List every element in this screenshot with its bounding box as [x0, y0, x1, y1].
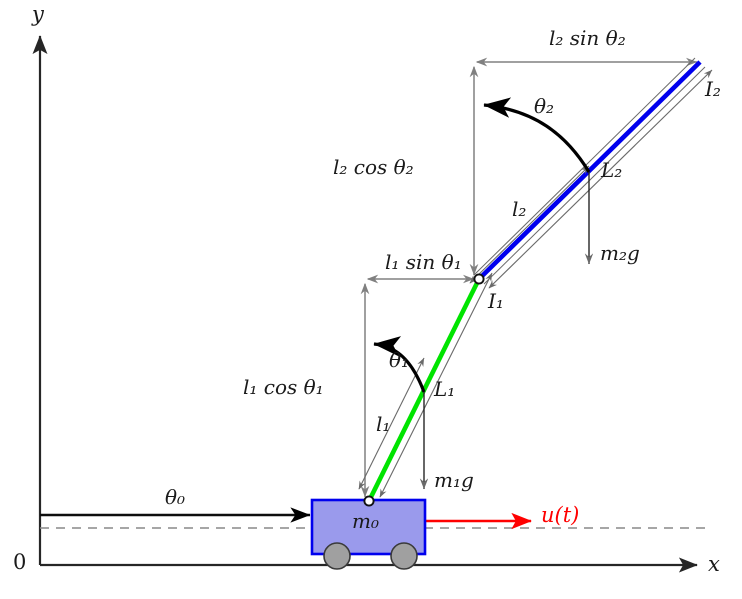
rod2-rail-lower	[483, 66, 706, 285]
mid-joint	[473, 273, 485, 285]
label-l1-sin-theta1-text: l₁ sin θ₁	[385, 250, 462, 274]
axis-label-origin: 0	[13, 550, 27, 574]
label-m0-cart-mass: m₀	[352, 509, 379, 533]
label-l1-sin-theta1: l₁ sin θ₁	[385, 252, 462, 272]
label-l2: l₂	[512, 197, 527, 221]
arrow-I1-inertia	[379, 272, 493, 498]
label-l1-cos-theta1-text: l₁ cos θ₁	[243, 375, 324, 399]
label-l2-sin-theta2: l₂ sin θ₂	[549, 28, 626, 48]
measure-l2	[469, 165, 590, 284]
angle-arc-theta2	[483, 97, 591, 173]
label-m2g-weight: m₂g	[600, 241, 640, 265]
label-l1-cos-theta1: l₁ cos θ₁	[243, 377, 324, 397]
cart-wheel-right	[390, 542, 418, 570]
label-l2-sin-theta2-text: l₂ sin θ₂	[549, 26, 626, 50]
label-theta2: θ₂	[534, 94, 555, 118]
label-L1-center-of-mass: L₁	[434, 377, 456, 401]
measure-l1	[358, 357, 425, 490]
label-I2-inertia: I₂	[705, 77, 721, 101]
axis-group	[32, 35, 698, 573]
axis-label-x: x	[708, 552, 720, 576]
label-theta0: θ₀	[165, 485, 186, 509]
label-l2-cos-theta2: l₂ cos θ₂	[333, 157, 414, 177]
cart-wheel-left	[323, 542, 351, 570]
label-control-input-u: u(t)	[541, 503, 580, 527]
axis-label-y: y	[32, 2, 44, 26]
label-L2-center-of-mass: L₂	[601, 158, 623, 182]
label-l2-cos-theta2-text: l₂ cos θ₂	[333, 155, 414, 179]
label-theta1: θ₁	[389, 348, 410, 372]
angle-arc-theta1	[373, 336, 426, 393]
cart-group[interactable]	[310, 498, 427, 570]
label-m1g-weight: m₁g	[434, 468, 474, 492]
label-I1-inertia: I₁	[488, 289, 504, 313]
label-l1: l₁	[376, 412, 391, 436]
arrow-I2-inertia	[488, 69, 713, 289]
cart-pivot-joint	[363, 495, 375, 507]
